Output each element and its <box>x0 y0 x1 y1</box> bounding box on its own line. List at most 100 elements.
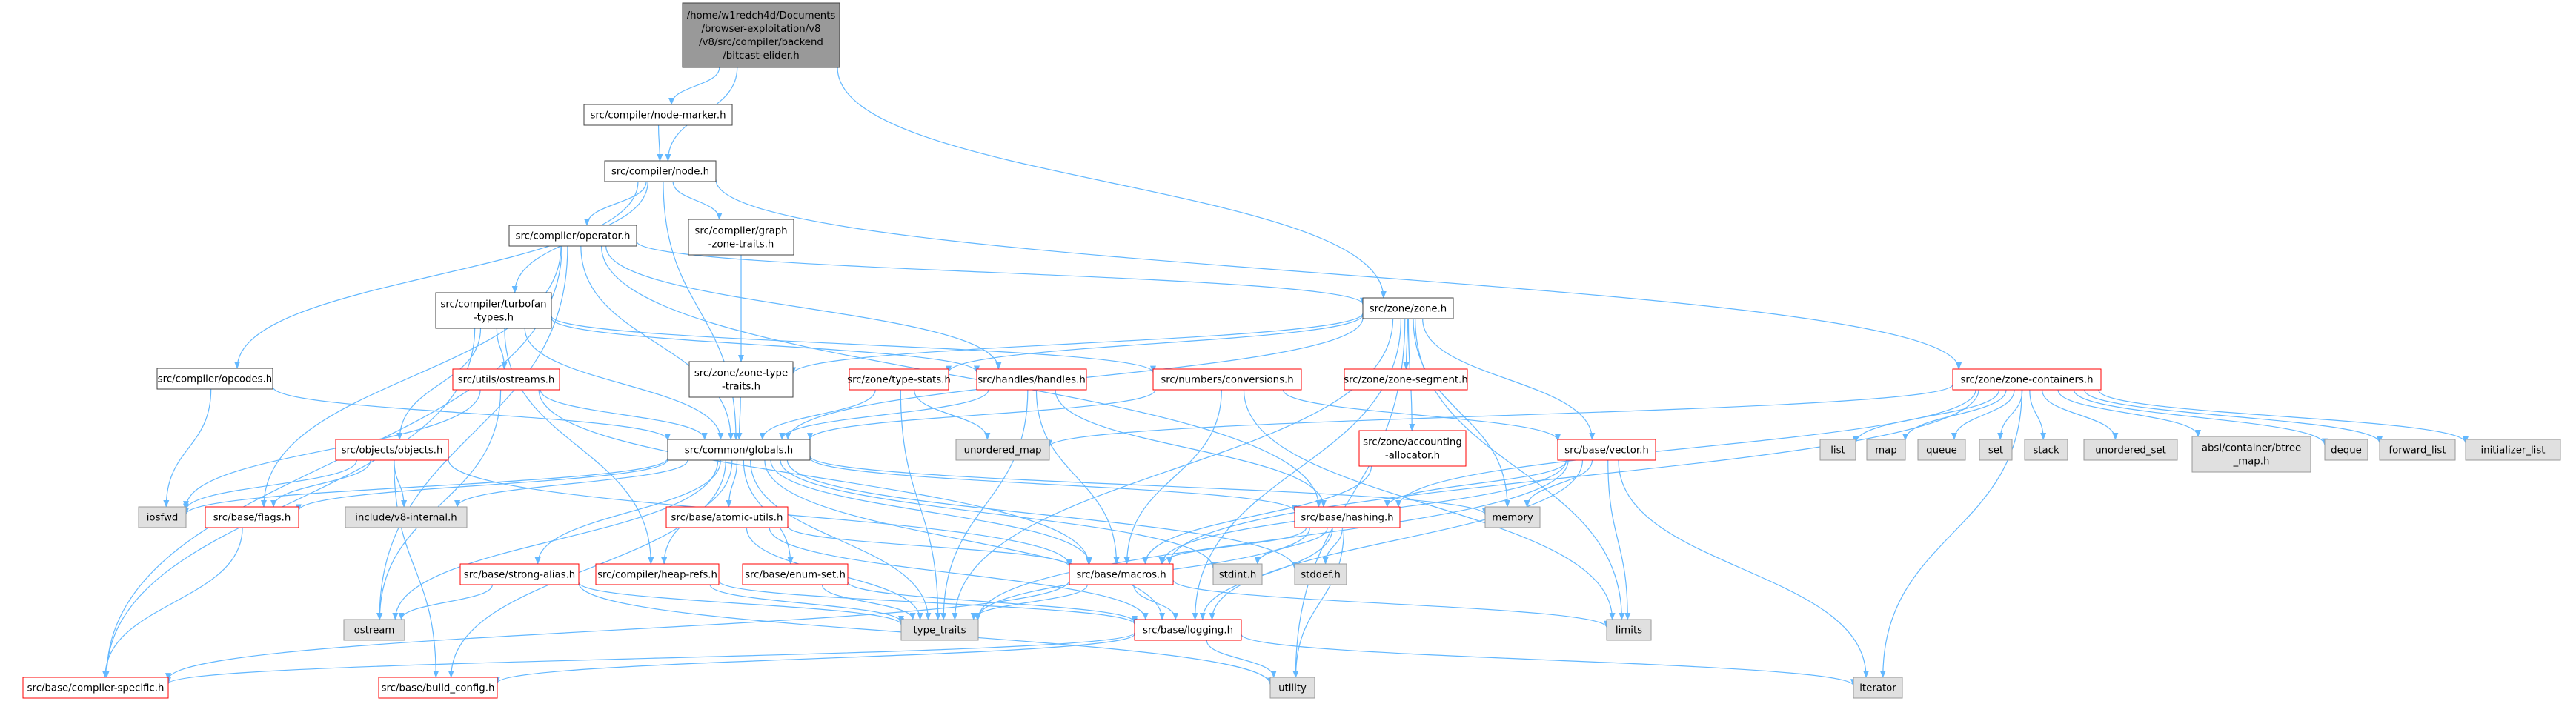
node-label-handles: src/handles/handles.h <box>977 375 1086 386</box>
node-box-hashing <box>1294 506 1401 528</box>
node-box-zone_containers <box>1952 368 2102 391</box>
node-graph_zone_traits[interactable]: src/compiler/graph-zone-traits.h <box>688 219 794 256</box>
node-label-initializer_list: initializer_list <box>2480 445 2545 456</box>
edge-zone_type_traits-to-globals <box>736 396 743 440</box>
edge-handles-to-type_traits <box>940 389 1029 620</box>
node-globals[interactable]: src/common/globals.h <box>667 439 811 461</box>
node-box-conversions <box>1152 368 1302 391</box>
edge-operator-to-hashing <box>600 245 1322 508</box>
node-root[interactable]: /home/w1redch4d/Documents/browser-exploi… <box>682 2 840 68</box>
edge-zone_containers-to-hashing <box>1395 389 1976 508</box>
node-zone_type_traits[interactable]: src/zone/zone-type-traits.h <box>688 361 794 398</box>
edge-atomic_utils-to-macros <box>787 525 1072 568</box>
edge-zone_containers-to-unordered_set <box>2042 389 2119 440</box>
node-operator[interactable]: src/compiler/operator.h <box>508 225 637 247</box>
node-queue: queue <box>1917 439 1966 461</box>
node-box-macros <box>1069 563 1174 585</box>
node-stdint: stdint.h <box>1212 563 1263 585</box>
node-box-stddef <box>1294 563 1347 585</box>
node-box-deque <box>2324 439 2368 461</box>
edge-conversions-to-limits <box>1243 389 1616 620</box>
edge-macros-to-logging <box>1133 584 1179 620</box>
node-box-globals <box>667 439 811 461</box>
node-heap_refs[interactable]: src/compiler/heap-refs.h <box>595 563 720 585</box>
node-box-ostream <box>343 619 405 641</box>
node-box-utility <box>1269 677 1315 699</box>
node-opcodes[interactable]: src/compiler/opcodes.h <box>156 368 273 390</box>
edge-globals-to-build_config <box>448 459 726 678</box>
edge-utils_ostreams-to-macros <box>538 389 1092 565</box>
node-conversions[interactable]: src/numbers/conversions.h <box>1152 368 1302 391</box>
edge-macros-to-limits <box>1172 580 1610 628</box>
node-zone_containers[interactable]: src/zone/zone-containers.h <box>1952 368 2102 391</box>
node-enum_set[interactable]: src/base/enum-set.h <box>742 563 849 585</box>
node-label-stddef: stddef.h <box>1301 570 1341 581</box>
edge-hashing-to-logging <box>1199 527 1333 620</box>
node-label-node: src/compiler/node.h <box>611 167 709 178</box>
edge-strong_alias-to-type_traits <box>578 582 904 626</box>
node-box-operator <box>508 225 637 247</box>
edge-vector-to-memory <box>1524 459 1593 508</box>
node-zone[interactable]: src/zone/zone.h <box>1362 297 1454 319</box>
edge-operator-to-zone <box>636 241 1366 305</box>
edge-globals-to-stddef <box>786 459 1298 570</box>
node-strong_alias[interactable]: src/base/strong-alias.h <box>459 563 580 585</box>
node-label-accounting_allocator: src/zone/accounting <box>1363 437 1462 448</box>
node-initializer_list: initializer_list <box>2465 439 2561 461</box>
edge-zone-to-zone_type_traits <box>790 313 1364 375</box>
node-accounting_allocator[interactable]: src/zone/accounting -allocator.h <box>1358 430 1467 467</box>
edge-zone_type_stats-to-globals <box>759 389 876 440</box>
node-label-turbofan_types: src/compiler/turbofan <box>440 299 546 311</box>
node-macros[interactable]: src/base/macros.h <box>1069 563 1174 585</box>
node-label-type_traits: type_traits <box>913 625 966 637</box>
node-label-limits: limits <box>1616 625 1642 637</box>
edge-hashing-to-stddef <box>1322 527 1344 565</box>
node-hashing[interactable]: src/base/hashing.h <box>1294 506 1401 528</box>
node-iterator: iterator <box>1853 677 1903 699</box>
edge-heap_refs-to-type_traits <box>709 584 904 623</box>
node-box-root <box>682 2 840 68</box>
node-vector[interactable]: src/base/vector.h <box>1557 439 1656 461</box>
node-atomic_utils[interactable]: src/base/atomic-utils.h <box>665 506 789 528</box>
node-objects[interactable]: src/objects/objects.h <box>335 439 449 461</box>
node-node_markers[interactable]: src/compiler/node-marker.h <box>583 104 733 126</box>
node-box-iosfwd <box>138 506 187 528</box>
node-zone_type_stats[interactable]: src/zone/type-stats.h <box>847 368 951 391</box>
node-label-node_markers: src/compiler/node-marker.h <box>590 110 726 122</box>
node-box-build_config <box>378 677 498 699</box>
node-handles[interactable]: src/handles/handles.h <box>976 368 1087 391</box>
node-box-list <box>1819 439 1856 461</box>
edge-conversions-to-macros <box>1123 389 1222 565</box>
node-limits: limits <box>1606 619 1652 641</box>
edge-handles-to-macros <box>1035 389 1120 565</box>
edge-zone-to-limits <box>1415 318 1625 620</box>
edge-globals-to-ostream <box>392 459 719 620</box>
node-zone_segment[interactable]: src/zone/zone-segment.h <box>1344 368 1468 391</box>
edge-globals-to-iosfwd <box>183 458 668 516</box>
node-set: set <box>1979 439 2013 461</box>
node-label-hashing: src/base/hashing.h <box>1301 513 1393 524</box>
node-box-v8_internal <box>345 506 468 528</box>
node-logging[interactable]: src/base/logging.h <box>1134 619 1242 641</box>
node-turbofan_types[interactable]: src/compiler/turbofan-types.h <box>435 292 552 329</box>
node-box-btree_map <box>2191 436 2311 473</box>
node-ostream: ostream <box>343 619 405 641</box>
node-build_config[interactable]: src/base/build_config.h <box>378 677 498 699</box>
node-box-heap_refs <box>595 563 720 585</box>
edge-zone_containers-to-set <box>1997 389 2023 440</box>
node-label-accounting_allocator: -allocator.h <box>1385 451 1440 462</box>
node-box-unordered_set <box>2083 439 2178 461</box>
node-label-graph_zone_traits: src/compiler/graph <box>694 226 787 237</box>
node-label-build_config: src/base/build_config.h <box>382 683 495 694</box>
node-utils_ostreams[interactable]: src/utils/ostreams.h <box>452 368 560 391</box>
node-base_flags[interactable]: src/base/flags.h <box>205 506 299 528</box>
node-label-forward_list: forward_list <box>2389 445 2446 456</box>
node-box-objects <box>335 439 449 461</box>
node-label-map: map <box>1875 445 1897 456</box>
node-node[interactable]: src/compiler/node.h <box>604 160 717 182</box>
node-box-forward_list <box>2379 439 2456 461</box>
node-label-zone_type_stats: src/zone/type-stats.h <box>847 375 951 386</box>
edge-macros-to-compiler_specific <box>165 580 1070 681</box>
node-compiler_specific[interactable]: src/base/compiler-specific.h <box>22 677 169 699</box>
edge-layer <box>102 67 2469 687</box>
